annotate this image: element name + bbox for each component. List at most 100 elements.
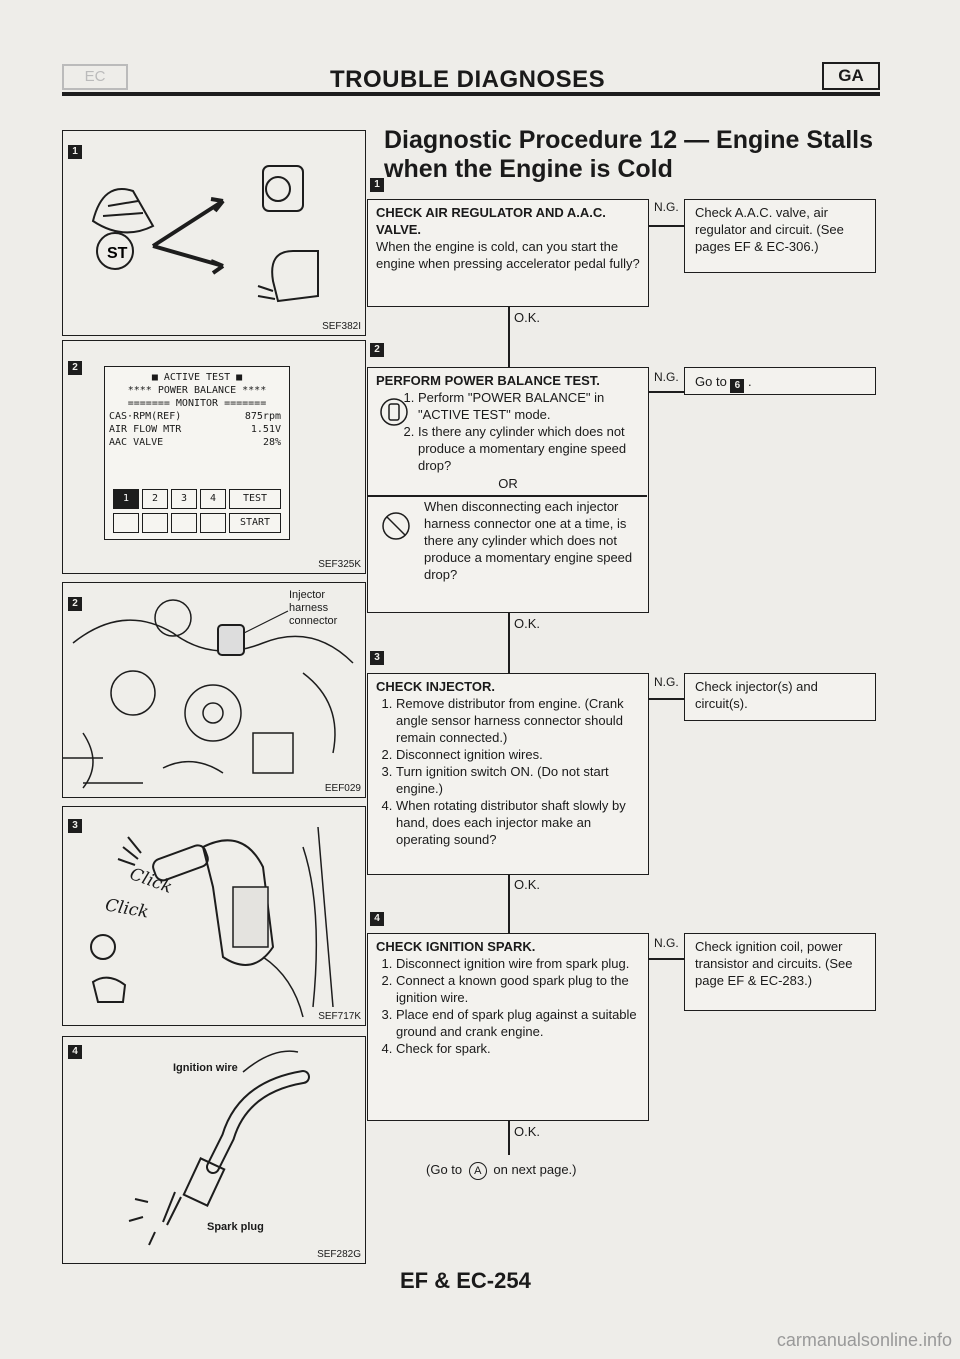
figure-code-3: EEF029 [324, 783, 361, 794]
screen-row-3: AAC VALVE 28% [105, 436, 289, 449]
row-2-value: 1.51V [250, 424, 281, 435]
or-rule [368, 495, 647, 497]
step-3-ng-box: Check injector(s) and circuit(s). [684, 673, 876, 721]
injector-engine-illustration [63, 599, 354, 789]
test-key[interactable]: TEST [229, 489, 281, 509]
step-4-item-1: Disconnect ignition wire from spark plug… [396, 955, 640, 972]
ng-connector-2 [649, 391, 685, 393]
ng-label-1: N.G. [654, 200, 679, 214]
cylinder-key-4[interactable]: 4 [200, 489, 226, 509]
step-marker-3: 3 [68, 819, 82, 833]
cylinder-key-3[interactable]: 3 [171, 489, 197, 509]
step-1-body: When the engine is cold, can you start t… [376, 239, 640, 271]
spark-plug-illustration [128, 1050, 310, 1246]
blank-key [200, 513, 226, 533]
engine-start-illustration: ST [91, 165, 319, 303]
step-2-box: PERFORM POWER BALANCE TEST. Perform "POW… [367, 367, 649, 613]
page-number: EF & EC-254 [400, 1268, 531, 1293]
ok-label-2: O.K. [514, 616, 541, 631]
ng-label-2: N.G. [654, 370, 679, 384]
step-3-item-2: Disconnect ignition wires. [396, 746, 640, 763]
step-3-box: CHECK INJECTOR. Remove distributor from … [367, 673, 649, 875]
step-marker-4: 4 [68, 1045, 82, 1059]
or-separator: OR [498, 476, 518, 491]
next-prefix: (Go to [426, 1162, 463, 1177]
step-3-list: Remove distributor from engine. (Crank a… [376, 695, 640, 848]
screen-line-2: ======= MONITOR ======= [127, 398, 267, 409]
cylinder-key-1[interactable]: 1 [113, 489, 139, 509]
procedure-title: Diagnostic Procedure 12 — Engine Stalls … [384, 126, 874, 183]
step-2-item-1: Perform "POWER BALANCE" in "ACTIVE TEST"… [418, 389, 640, 423]
flow-line-2 [508, 613, 510, 673]
step-4-heading: CHECK IGNITION SPARK. [376, 939, 536, 954]
row-3-value: 28% [262, 437, 281, 448]
step-4-item-2: Connect a known good spark plug to the i… [396, 972, 640, 1006]
ng-connector-1 [649, 225, 685, 227]
step-marker-2b: 2 [68, 597, 82, 611]
step-2-item-2: Is there any cylinder which does not pro… [418, 423, 640, 474]
screen-row-2: AIR FLOW MTR 1.51V [105, 423, 289, 436]
blank-key [142, 513, 168, 533]
step-4-list: Disconnect ignition wire from spark plug… [376, 955, 640, 1057]
ignition-wire-label: Ignition wire [173, 1062, 238, 1074]
ok-label-4: O.K. [514, 1124, 541, 1139]
figure-panel-3: 2 Injector harness connector EEF029 [62, 582, 366, 798]
figure-panel-1: 1 ST SEF382I [62, 130, 366, 336]
step-4-item-3: Place end of spark plug against a suitab… [396, 1006, 640, 1040]
no-tools-icon [382, 512, 410, 540]
cylinder-keys: 1 2 3 4 TEST [113, 489, 281, 509]
go-to-text: Go to [695, 374, 727, 389]
step-marker-1: 1 [68, 145, 82, 159]
step-2-ng-box: Go to 6 . [684, 367, 876, 395]
step-4-item-4: Check for spark. [396, 1040, 640, 1057]
step-2-list: Perform "POWER BALANCE" in "ACTIVE TEST"… [398, 389, 640, 474]
blank-key [113, 513, 139, 533]
page-header-title: TROUBLE DIAGNOSES [330, 66, 606, 93]
blank-keys: START [113, 513, 281, 533]
figure-panel-4: 3 Click Click SEF717K [62, 806, 366, 1026]
step-4-box: CHECK IGNITION SPARK. Disconnect ignitio… [367, 933, 649, 1121]
ok-label-3: O.K. [514, 877, 541, 892]
step-marker-2: 2 [68, 361, 82, 375]
spark-plug-label: Spark plug [207, 1221, 264, 1233]
screen-row-1: CAS·RPM(REF) 875rpm [105, 410, 289, 423]
step-3-item-3: Turn ignition switch ON. (Do not start e… [396, 763, 640, 797]
step-2-heading: PERFORM POWER BALANCE TEST. [376, 373, 600, 388]
next-suffix: on next page.) [493, 1162, 577, 1177]
watermark: carmanualsonline.info [776, 1330, 952, 1350]
row-1-value: 875rpm [244, 411, 281, 422]
ng-label-3: N.G. [654, 675, 679, 689]
ng-connector-4 [649, 958, 685, 960]
row-3-label: AAC VALVE [109, 437, 164, 448]
step-1-heading: CHECK AIR REGULATOR AND A.A.C. VALVE. [376, 205, 606, 237]
flow-line-1 [508, 307, 510, 367]
next-letter-circle: A [468, 1162, 487, 1180]
step-marker-1-right: 1 [370, 178, 384, 192]
injector-callout: Injector harness connector [289, 589, 338, 627]
consult-screen: ■ ACTIVE TEST ■ **** POWER BALANCE **** … [104, 366, 290, 540]
step-3-item-4: When rotating distributor shaft slowly b… [396, 797, 640, 848]
ng-connector-3 [649, 698, 685, 700]
section-tab-ec: EC [62, 64, 128, 90]
ok-label-1: O.K. [514, 310, 541, 325]
figure-panel-5: 4 Ignition wire Spark plug SEF282G [62, 1036, 366, 1264]
section-tab-ga: GA [822, 62, 880, 90]
start-key[interactable]: START [229, 513, 281, 533]
step-3-heading: CHECK INJECTOR. [376, 679, 495, 694]
go-to-suffix: . [748, 374, 752, 389]
consult-tool-icon [380, 398, 408, 426]
next-page-note: (Go to A on next page.) [426, 1162, 577, 1180]
screen-line-1: **** POWER BALANCE **** [127, 385, 267, 396]
step-3-item-1: Remove distributor from engine. (Crank a… [396, 695, 640, 746]
step-2-alt: When disconnecting each injector harness… [424, 499, 633, 582]
step-1-ng-box: Check A.A.C. valve, air regulator and ci… [684, 199, 876, 273]
step-marker-3-right: 3 [370, 651, 384, 665]
figure-code-4: SEF717K [318, 1011, 361, 1022]
figure-code-5: SEF282G [317, 1249, 361, 1260]
figure-code-1: SEF382I [322, 321, 361, 332]
step-1-box: CHECK AIR REGULATOR AND A.A.C. VALVE. Wh… [367, 199, 649, 307]
header-rule [62, 92, 880, 96]
figure-code-2: SEF325K [318, 559, 361, 570]
cylinder-key-2[interactable]: 2 [142, 489, 168, 509]
row-1-label: CAS·RPM(REF) [109, 411, 182, 422]
